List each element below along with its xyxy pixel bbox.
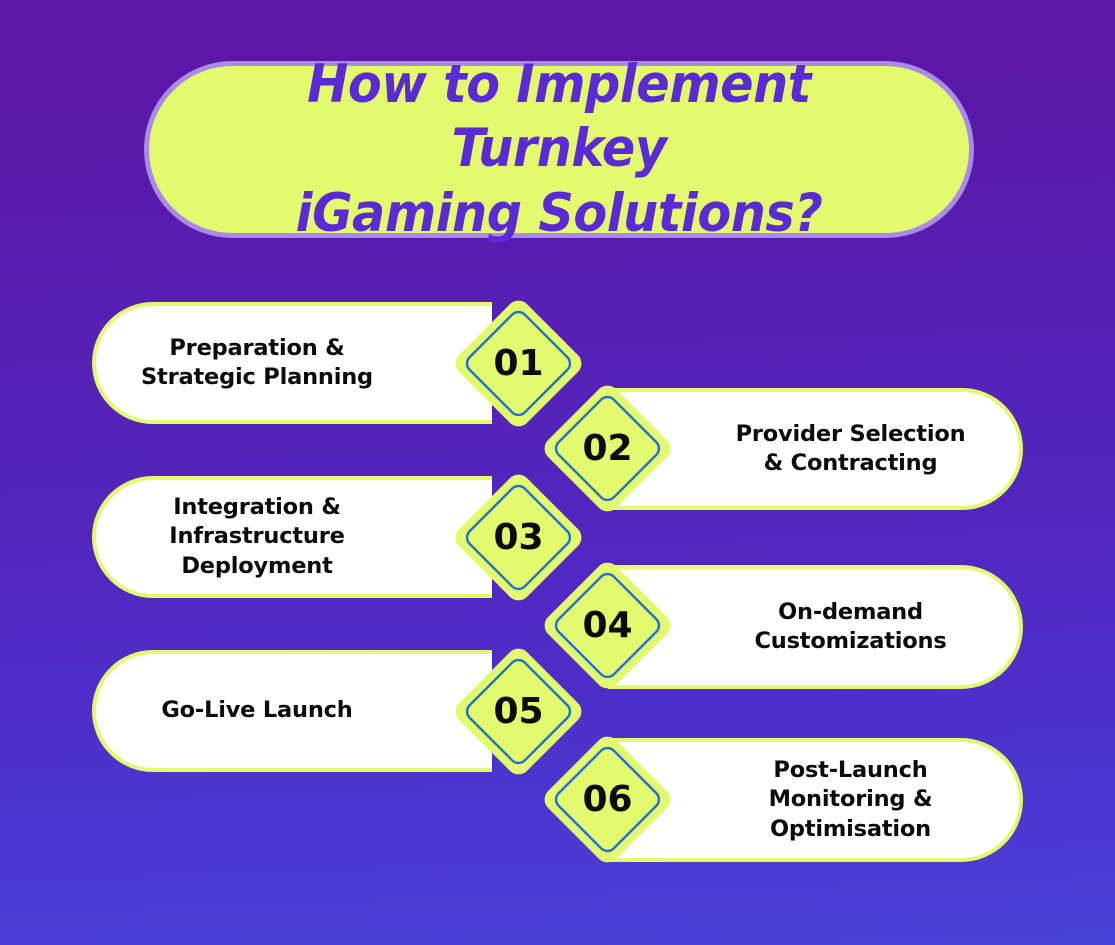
page-title: How to Implement Turnkey iGaming Solutio…: [295, 53, 823, 244]
diamond-shape-icon: [455, 648, 582, 775]
step-label-03: Integration & Infrastructure Deployment: [169, 494, 345, 579]
step-number-06: 06: [582, 778, 633, 820]
step-diamond-05[interactable]: 05: [443, 636, 594, 787]
page-title-pill: How to Implement Turnkey iGaming Solutio…: [144, 54, 974, 244]
diamond-shape-icon: [544, 562, 671, 689]
diamond-shape-icon: [544, 736, 671, 863]
step-diamond-04[interactable]: 04: [532, 550, 683, 701]
step-card-01[interactable]: Preparation & Strategic Planning: [92, 302, 492, 424]
step-number-02: 02: [582, 427, 633, 469]
step-diamond-03[interactable]: 03: [443, 462, 594, 613]
step-number-04: 04: [582, 604, 633, 646]
diamond-shape-icon: [455, 300, 582, 427]
step-card-06[interactable]: Post-Launch Monitoring & Optimisation: [608, 738, 1023, 862]
step-number-05: 05: [493, 690, 544, 732]
step-label-05: Go-Live Launch: [161, 697, 353, 724]
step-diamond-06[interactable]: 06: [532, 724, 683, 875]
step-diamond-02[interactable]: 02: [532, 373, 683, 524]
step-label-04: On-demand Customizations: [754, 598, 947, 654]
step-label-01: Preparation & Strategic Planning: [141, 334, 373, 390]
diamond-shape-icon: [544, 385, 671, 512]
step-card-03[interactable]: Integration & Infrastructure Deployment: [92, 476, 492, 598]
step-card-04[interactable]: On-demand Customizations: [608, 565, 1023, 689]
step-diamond-01[interactable]: 01: [443, 288, 594, 439]
step-label-06: Post-Launch Monitoring & Optimisation: [768, 757, 933, 842]
step-card-02[interactable]: Provider Selection & Contracting: [608, 388, 1023, 510]
step-label-02: Provider Selection & Contracting: [735, 420, 966, 476]
step-number-01: 01: [493, 342, 544, 384]
step-card-05[interactable]: Go-Live Launch: [92, 650, 492, 772]
diamond-shape-icon: [455, 474, 582, 601]
step-number-03: 03: [493, 516, 544, 558]
